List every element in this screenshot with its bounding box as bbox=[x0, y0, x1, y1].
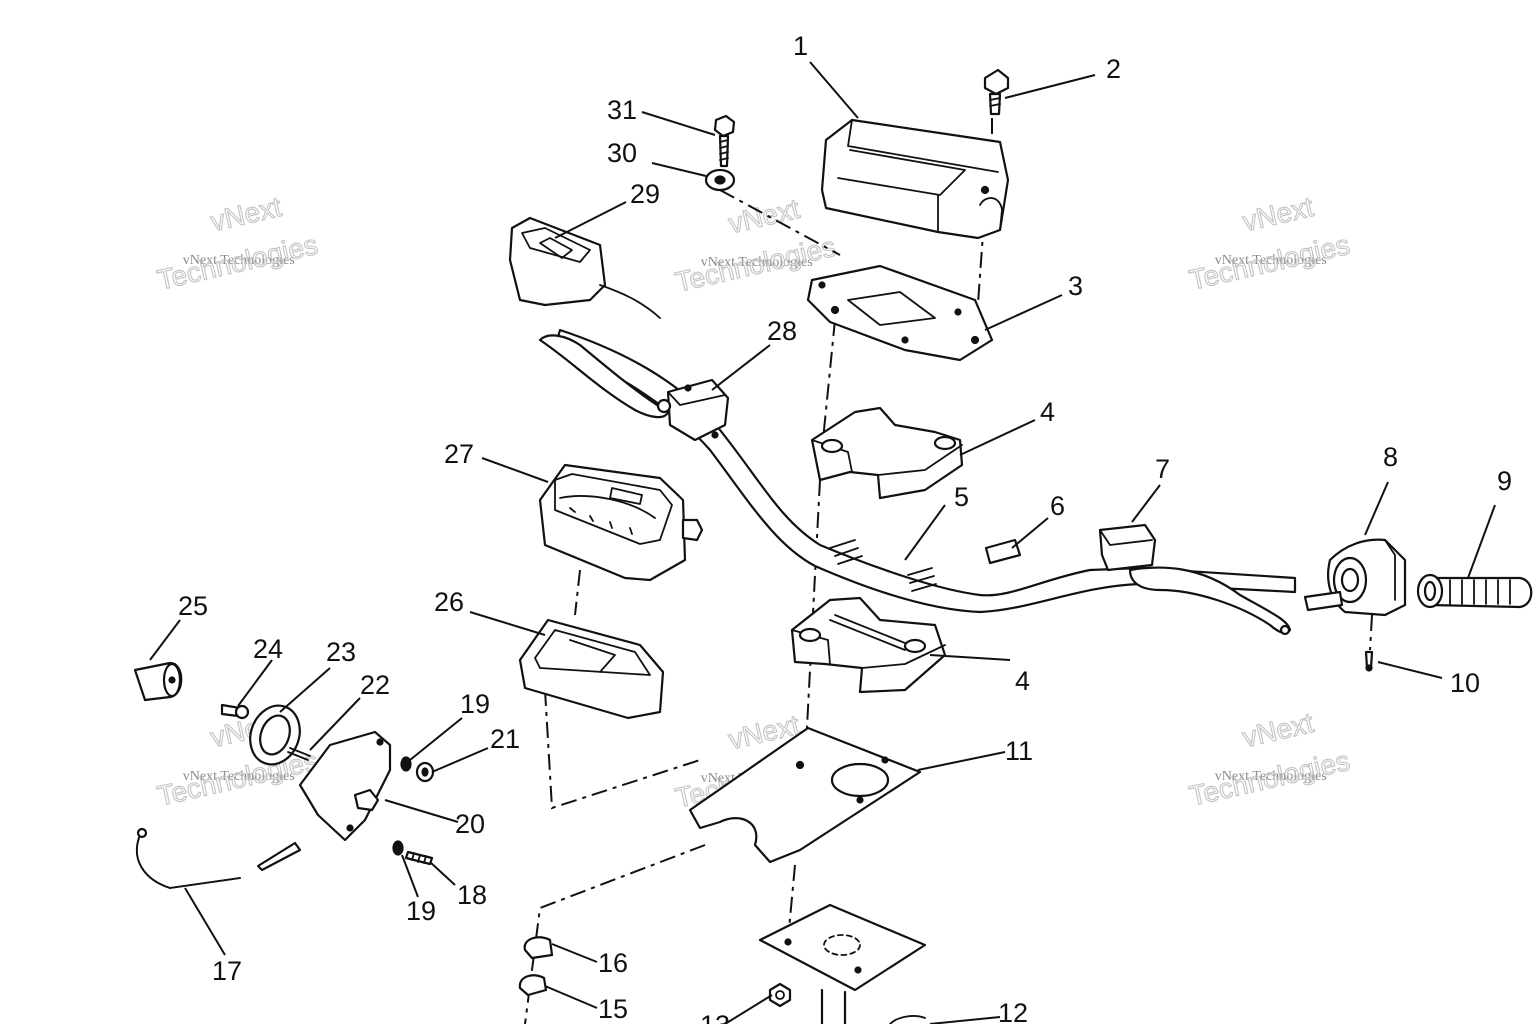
part-grip bbox=[1416, 573, 1533, 609]
callout-1: 1 bbox=[793, 31, 808, 61]
part-bushing-25 bbox=[133, 661, 183, 702]
part-gauge-boot bbox=[518, 618, 665, 720]
callout-26: 26 bbox=[434, 587, 464, 617]
svg-text:vNext: vNext bbox=[208, 191, 285, 237]
part-spring-22 bbox=[287, 747, 311, 761]
callout-numbers: 1 2 3 4 5 6 7 8 9 10 4 11 12 13 15 16 17… bbox=[178, 31, 1512, 1024]
callout-9: 9 bbox=[1497, 466, 1512, 496]
part-clip-upper bbox=[523, 936, 554, 960]
callout-11: 11 bbox=[1005, 736, 1033, 766]
part-nut bbox=[768, 982, 792, 1008]
callout-29: 29 bbox=[630, 179, 660, 209]
callout-17: 17 bbox=[212, 956, 242, 986]
callout-21: 21 bbox=[490, 724, 520, 754]
svg-text:vNext: vNext bbox=[1240, 191, 1317, 237]
part-throttle-housing bbox=[1303, 538, 1407, 617]
part-switch-housing bbox=[256, 730, 392, 872]
callout-15: 15 bbox=[598, 994, 628, 1024]
callout-30: 30 bbox=[607, 138, 637, 168]
svg-text:vNext Technologies: vNext Technologies bbox=[1215, 769, 1327, 784]
part-cover bbox=[820, 118, 1010, 240]
svg-text:vNext: vNext bbox=[726, 193, 803, 239]
part-right-switch bbox=[1098, 523, 1292, 636]
part-screw-top bbox=[983, 68, 1010, 116]
part-pin-24 bbox=[220, 703, 250, 720]
part-bolt-bottom bbox=[889, 1015, 926, 1024]
svg-text:vNext Technologies: vNext Technologies bbox=[701, 255, 813, 270]
callout-5: 5 bbox=[954, 482, 969, 512]
callout-27: 27 bbox=[444, 439, 474, 469]
part-clamp-upper bbox=[810, 406, 964, 500]
part-washer-30 bbox=[704, 168, 736, 192]
part-decal bbox=[984, 538, 1022, 565]
callout-6: 6 bbox=[1050, 491, 1065, 521]
callout-7: 7 bbox=[1155, 454, 1170, 484]
part-clamp-lower bbox=[790, 596, 947, 694]
part-screw-18 bbox=[404, 850, 434, 866]
part-washer-19-lower bbox=[392, 840, 404, 856]
part-ring-23 bbox=[249, 704, 301, 766]
svg-text:Technologies: Technologies bbox=[154, 229, 320, 296]
callout-13: 13 bbox=[700, 1010, 730, 1024]
svg-text:Technologies: Technologies bbox=[1186, 229, 1352, 296]
part-left-clamp bbox=[666, 378, 730, 442]
watermark-top-right: vNext vNext Technologies Technologies bbox=[1186, 190, 1353, 296]
callout-4-upper: 4 bbox=[1040, 397, 1055, 427]
callout-28: 28 bbox=[767, 316, 797, 346]
callout-31: 31 bbox=[607, 95, 637, 125]
part-nut-21 bbox=[415, 761, 435, 783]
callout-18: 18 bbox=[457, 880, 487, 910]
callout-16: 16 bbox=[598, 948, 628, 978]
svg-text:vNext: vNext bbox=[1240, 707, 1317, 753]
callout-10: 10 bbox=[1450, 668, 1480, 698]
callout-25: 25 bbox=[178, 591, 208, 621]
watermark-top-left: vNext vNext Technologies Technologies bbox=[154, 190, 321, 296]
part-stem-plate bbox=[758, 903, 927, 1024]
svg-text:Technologies: Technologies bbox=[1186, 745, 1352, 812]
callout-24: 24 bbox=[253, 634, 283, 664]
callout-2: 2 bbox=[1106, 54, 1121, 84]
callout-22: 22 bbox=[360, 670, 390, 700]
leader-lines bbox=[149, 61, 1496, 1024]
part-small-screw bbox=[1364, 650, 1374, 672]
part-cable bbox=[135, 827, 241, 889]
part-master-cylinder bbox=[508, 216, 672, 419]
callout-8: 8 bbox=[1383, 442, 1398, 472]
callout-19-upper: 19 bbox=[460, 689, 490, 719]
svg-text:vNext Technologies: vNext Technologies bbox=[1215, 253, 1327, 268]
watermark-bottom-right: vNext vNext Technologies Technologies bbox=[1186, 706, 1353, 812]
part-speedometer bbox=[538, 463, 704, 582]
part-bolt-31 bbox=[713, 114, 736, 168]
callout-20: 20 bbox=[455, 809, 485, 839]
svg-text:vNext Technologies: vNext Technologies bbox=[183, 253, 295, 268]
callout-23: 23 bbox=[326, 637, 356, 667]
callout-19-lower: 19 bbox=[406, 896, 436, 926]
part-clip-lower bbox=[518, 974, 548, 997]
part-mount-plate bbox=[806, 264, 994, 362]
part-mounting-bracket bbox=[688, 726, 922, 864]
callout-3: 3 bbox=[1068, 271, 1083, 301]
svg-text:vNext Technologies: vNext Technologies bbox=[183, 769, 295, 784]
callout-12: 12 bbox=[998, 998, 1028, 1024]
callout-4-lower: 4 bbox=[1015, 666, 1030, 696]
part-washer-19-upper bbox=[400, 756, 412, 772]
